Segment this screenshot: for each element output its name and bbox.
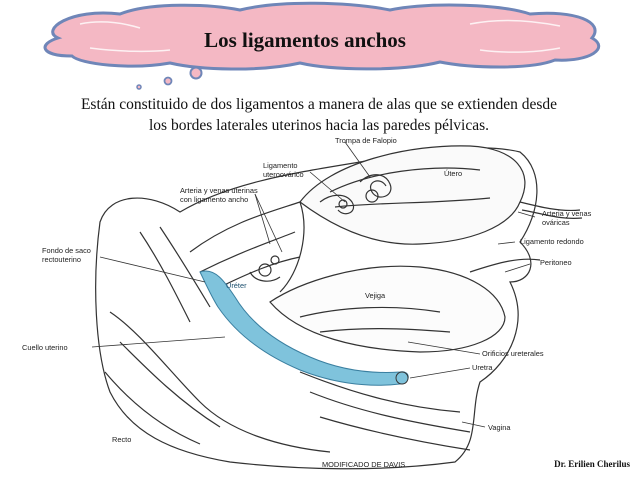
bubble-medium (163, 76, 173, 86)
intro-line-1: Están constituido de dos ligamentos a ma… (80, 96, 558, 113)
label-fondo-saco: Fondo de saco rectouterino (42, 246, 91, 264)
author-credit: Dr. Erilien Cherilus (554, 459, 630, 469)
label-cuello: Cuello uterino (22, 343, 68, 352)
anatomy-illustration (91, 141, 583, 470)
cloud-shape (43, 1, 601, 71)
bubble-large (189, 66, 203, 80)
label-utero: Útero (444, 169, 463, 178)
intro-line-2: los bordes laterales uterinos hacia las … (148, 117, 489, 134)
slide-title: Los ligamentos anchos (204, 28, 406, 52)
label-modificado: MODIFICADO DE DAVIS (322, 460, 406, 469)
label-recto: Recto (112, 435, 132, 444)
fallopian-tube (359, 174, 392, 198)
label-vejiga: Vejiga (365, 291, 386, 300)
label-trompa: Trompa de Falopio (335, 136, 397, 145)
label-arteria-ovarica: Arteria y venas ováricas (542, 209, 592, 227)
title-cloud (43, 1, 601, 90)
label-lig-uteroovarico: Ligamento uteroovárico (263, 161, 304, 179)
label-lig-redondo: Ligamento redondo (520, 237, 584, 246)
bladder-shape (269, 265, 506, 353)
label-arteria-uterina: Arteria y venas uterinas con ligamento a… (180, 186, 258, 204)
urethra-orifice (395, 371, 409, 385)
label-orificios: Orificios ureterales (482, 349, 544, 358)
pelvic-wall (95, 147, 538, 470)
label-uretra: Uretra (472, 363, 493, 372)
label-peritoneo: Peritoneo (540, 258, 572, 267)
label-vagina: Vagina (488, 423, 511, 432)
label-ureter: Uréter (226, 281, 247, 290)
broad-ligament (189, 201, 305, 293)
bubble-small (136, 84, 142, 90)
intro-text: Están constituido de dos ligamentos a ma… (20, 94, 618, 136)
rectum-shape (109, 311, 331, 453)
